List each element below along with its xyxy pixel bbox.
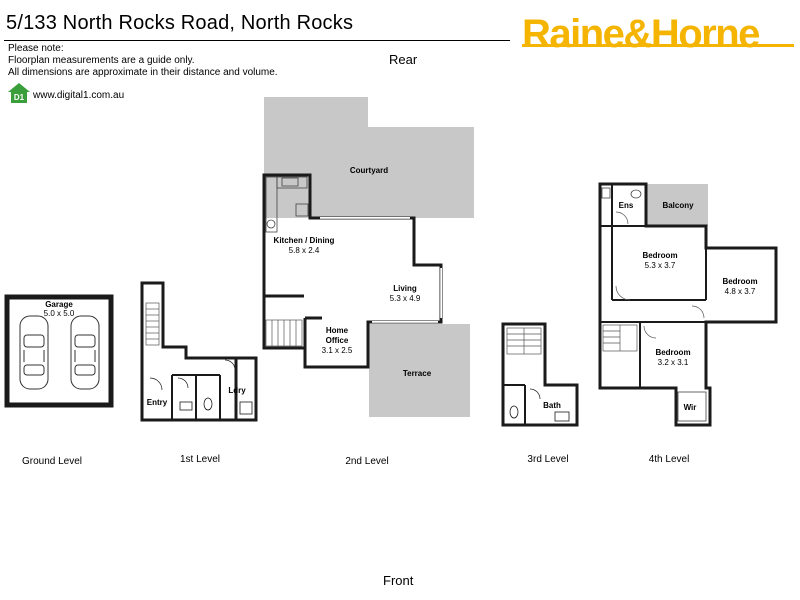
third-level-plan <box>501 322 579 427</box>
level-label-ground: Ground Level <box>22 456 82 467</box>
bath-label: Bath <box>543 401 561 410</box>
courtyard-label: Courtyard <box>350 166 388 175</box>
wir-label: Wir <box>684 403 697 412</box>
note-heading: Please note: <box>8 43 64 54</box>
living-label: Living <box>393 284 417 293</box>
terrace-label: Terrace <box>403 369 432 378</box>
page-title: 5/133 North Rocks Road, North Rocks <box>6 12 354 34</box>
first-level-plan <box>140 281 253 422</box>
level-label-fourth: 4th Level <box>649 454 690 465</box>
toilet-icon <box>630 189 642 199</box>
second-level-plan: Courtyard Terrace <box>262 97 474 417</box>
laundry-tub-icon <box>239 401 253 415</box>
bedroom-2-size: 4.8 x 3.7 <box>725 287 756 296</box>
level-label-second: 2nd Level <box>345 456 388 467</box>
terrace-area <box>369 324 470 417</box>
kitchen-dining-label: Kitchen / Dining <box>274 236 335 245</box>
laundry-label: Ldry <box>228 386 246 395</box>
note-line-1: Floorplan measurements are a guide only. <box>8 55 195 66</box>
stairs-icon <box>506 327 542 355</box>
house-icon: D1 <box>8 83 30 103</box>
car-icon <box>70 315 100 390</box>
title-divider <box>4 40 510 41</box>
garage-size: 5.0 x 5.0 <box>44 309 75 318</box>
stairs-icon <box>145 302 160 346</box>
stairs-icon <box>265 319 303 347</box>
bedroom-2-label: Bedroom <box>722 277 757 286</box>
garage-label: Garage <box>45 300 73 309</box>
ensuite-label: Ens <box>619 201 634 210</box>
website-url[interactable]: www.digital1.com.au <box>33 90 125 101</box>
fourth-level-plan: Balcony <box>598 182 778 427</box>
balcony-label: Balcony <box>662 201 694 210</box>
website-badge: D1 <box>14 93 25 102</box>
wardrobe-icon <box>677 391 707 422</box>
note-line-2: All dimensions are approximate in their … <box>8 67 278 78</box>
home-office-size: 3.1 x 2.5 <box>322 346 353 355</box>
bedroom-3-label: Bedroom <box>655 348 690 357</box>
vanity-icon <box>601 187 611 199</box>
garage-walls <box>4 294 114 408</box>
balcony-area <box>646 184 708 226</box>
level-label-first: 1st Level <box>180 454 220 465</box>
entry-label: Entry <box>147 398 168 407</box>
vanity-icon <box>179 401 193 411</box>
stairs-icon <box>602 324 638 352</box>
toilet-icon <box>509 405 519 419</box>
car-icon <box>19 315 49 390</box>
living-size: 5.3 x 4.9 <box>390 294 421 303</box>
agency-logo-underline <box>522 44 794 47</box>
agency-logo: Raine&Horne <box>522 12 760 56</box>
vanity-icon <box>554 411 570 422</box>
toilet-icon <box>203 397 213 411</box>
orientation-front: Front <box>383 573 414 588</box>
courtyard-area <box>264 97 474 218</box>
orientation-rear: Rear <box>389 52 418 67</box>
bedroom-1-size: 5.3 x 3.7 <box>645 261 676 270</box>
home-office-label-line2: Office <box>326 336 349 345</box>
ground-level-plan: Garage 5.0 x 5.0 <box>4 294 114 408</box>
level-label-third: 3rd Level <box>527 454 568 465</box>
kitchen-dining-size: 5.8 x 2.4 <box>289 246 320 255</box>
kitchen-bench-icon <box>265 176 309 233</box>
bedroom-3-size: 3.2 x 3.1 <box>658 358 689 367</box>
bedroom-1-label: Bedroom <box>642 251 677 260</box>
home-office-label-line1: Home <box>326 326 349 335</box>
